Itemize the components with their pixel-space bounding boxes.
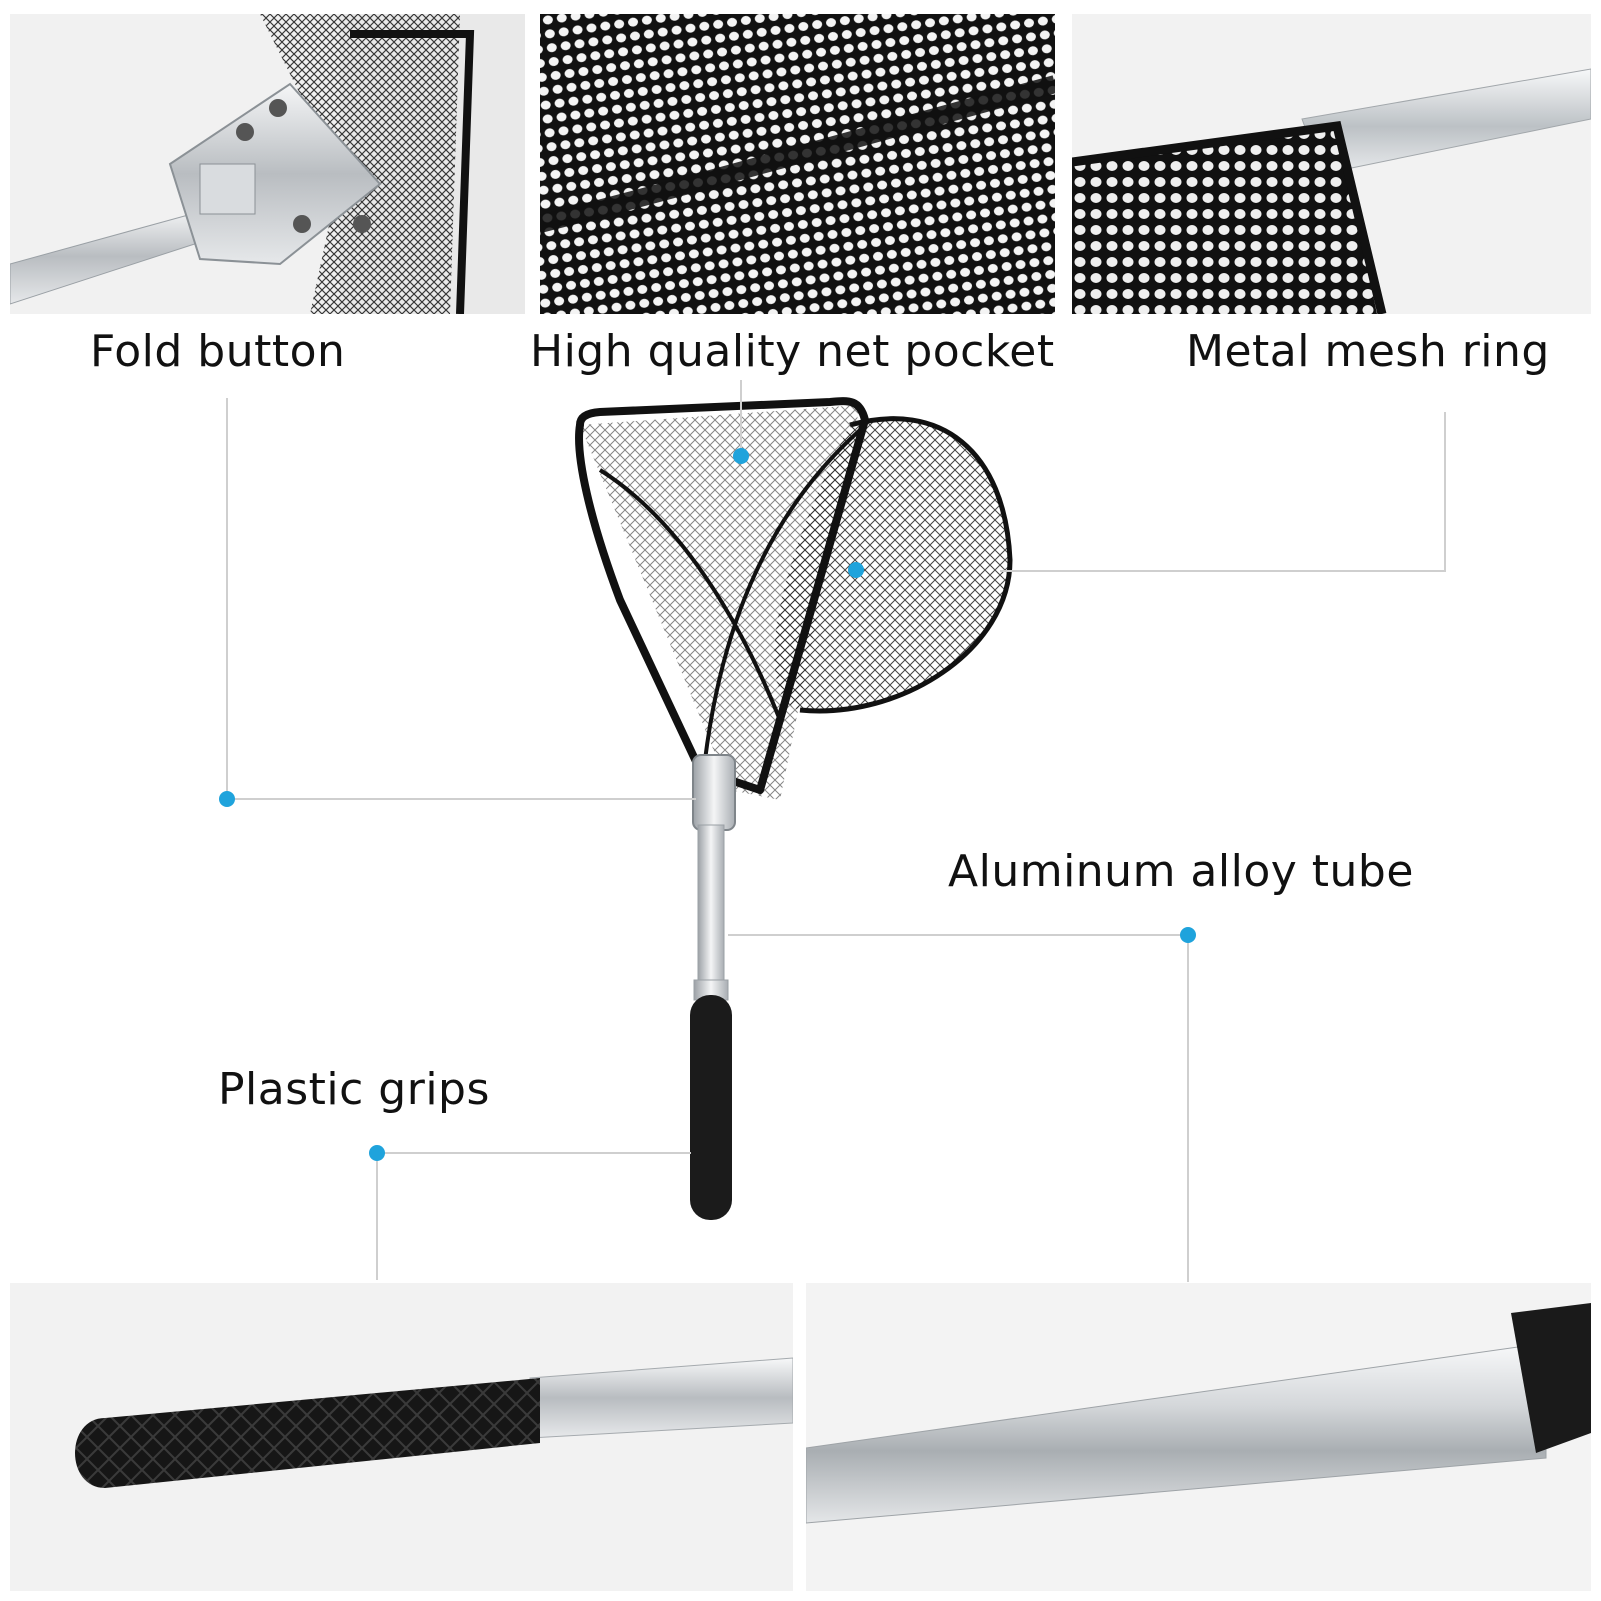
fold-button-leader-vertical <box>226 398 228 798</box>
mesh-ring-leader-vertical <box>1444 412 1446 572</box>
mesh-ring-label: Metal mesh ring <box>1186 326 1550 377</box>
plastic-grips-leader-vertical <box>376 1152 378 1280</box>
alloy-tube-closeup <box>806 1283 1591 1591</box>
alloy-tube-dot <box>1180 927 1196 943</box>
alloy-tube-label: Aluminum alloy tube <box>948 846 1414 897</box>
fold-button-leader-horizontal <box>226 798 696 800</box>
fold-button-closeup-art <box>10 14 525 314</box>
mesh-ring-dot <box>848 562 864 578</box>
mesh-ring-leader-horizontal <box>1000 570 1446 572</box>
net-pocket-dot <box>733 448 749 464</box>
net-pocket-label: High quality net pocket <box>530 326 1055 377</box>
plastic-grips-dot <box>369 1145 385 1161</box>
net-pocket-closeup <box>540 14 1055 314</box>
alloy-tube-leader-horizontal <box>728 934 1188 936</box>
plastic-grip-closeup-art <box>10 1283 793 1591</box>
fold-button-dot <box>219 791 235 807</box>
plastic-grip-closeup <box>10 1283 793 1591</box>
alloy-tube-closeup-art <box>806 1283 1591 1591</box>
net-pocket-closeup-art <box>540 14 1055 314</box>
fold-button-closeup <box>10 14 525 314</box>
fold-button-label: Fold button <box>90 326 346 377</box>
mesh-ring-closeup <box>1072 14 1591 314</box>
alloy-tube-leader-vertical <box>1187 934 1189 1282</box>
plastic-grips-label: Plastic grips <box>218 1064 490 1115</box>
mesh-ring-closeup-art <box>1072 14 1591 314</box>
plastic-grips-leader-horizontal <box>376 1152 691 1154</box>
net-pocket-leader <box>740 380 742 456</box>
